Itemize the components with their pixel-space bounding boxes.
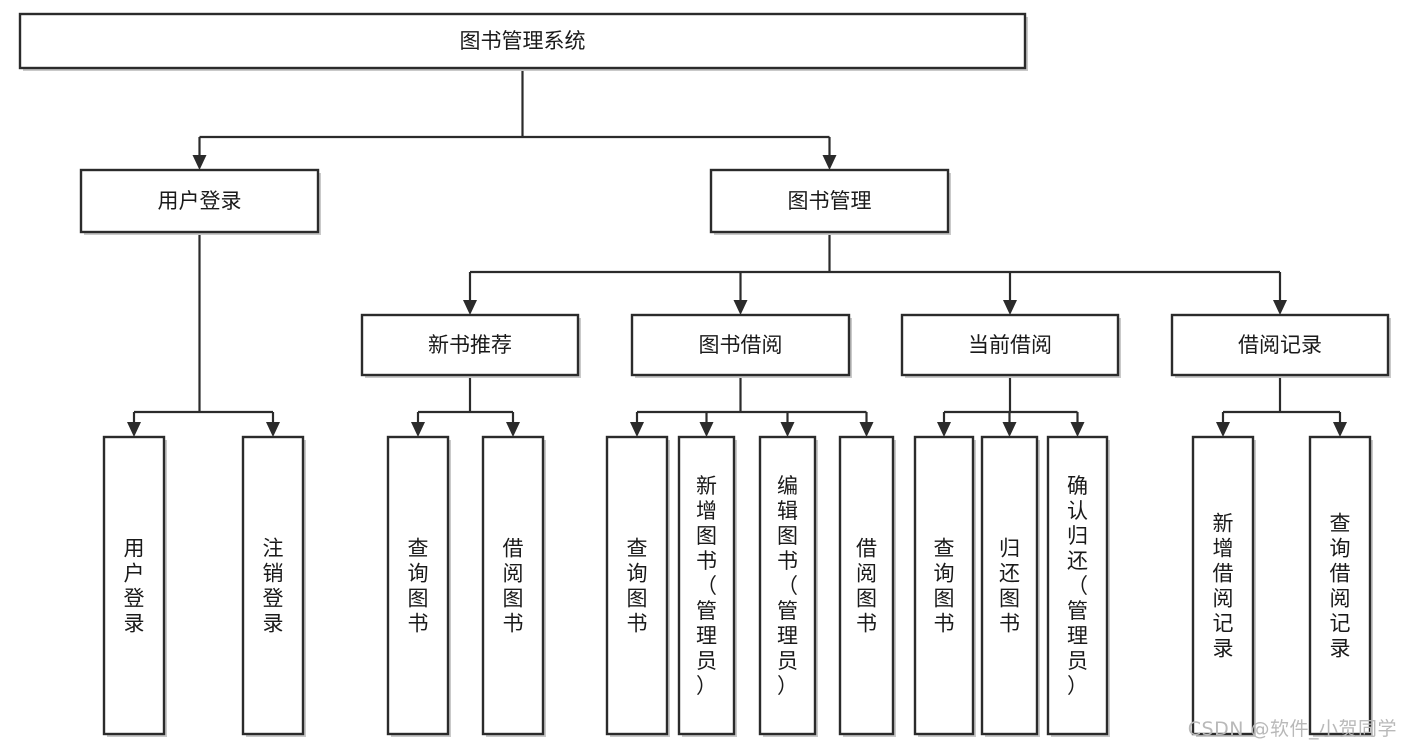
node-leaf-return-book[interactable]: 归还图书 — [980, 435, 1040, 737]
node-label-new-book-recommend: 新书推荐 — [428, 333, 512, 357]
node-label-current-borrow: 当前借阅 — [968, 333, 1052, 357]
node-label-leaf-confirm-return: 确认归还（管理员） — [1067, 474, 1088, 698]
node-leaf-user-login[interactable]: 用户登录 — [102, 435, 167, 737]
node-label-leaf-user-login: 用户登录 — [124, 537, 145, 636]
arrow-head — [1333, 422, 1347, 437]
arrow-head — [859, 422, 874, 437]
arrow-head — [780, 422, 795, 437]
edge-group-user-login — [127, 232, 280, 437]
node-label-leaf-edit-book: 编辑图书（管理员） — [777, 474, 798, 698]
arrow-head — [463, 300, 477, 315]
node-label-leaf-query-book-1: 查询图书 — [408, 537, 429, 636]
arrow-head — [1273, 300, 1287, 315]
node-label-leaf-borrow-book-1: 借阅图书 — [503, 537, 524, 636]
node-book-borrow[interactable]: 图书借阅 — [630, 313, 852, 378]
arrow-head — [1003, 300, 1017, 315]
edge-group-current-borrow — [937, 375, 1085, 437]
arrow-head — [937, 422, 951, 437]
arrow-head — [506, 422, 520, 437]
node-label-leaf-return-book: 归还图书 — [999, 537, 1020, 636]
arrow-head — [630, 422, 644, 437]
node-label-leaf-query-record: 查询借阅记录 — [1330, 512, 1351, 661]
node-leaf-borrow-book-1[interactable]: 借阅图书 — [481, 435, 546, 737]
node-label-leaf-add-record: 新增借阅记录 — [1213, 512, 1234, 661]
node-label-leaf-logout-login: 注销登录 — [263, 537, 284, 636]
edge-group-book-borrow — [630, 375, 874, 437]
node-root[interactable]: 图书管理系统 — [18, 12, 1028, 71]
arrow-head — [192, 155, 207, 170]
edge-layer — [127, 68, 1347, 437]
node-leaf-add-book[interactable]: 新增图书（管理员） — [677, 435, 737, 737]
node-leaf-query-book-3[interactable]: 查询图书 — [913, 435, 976, 737]
node-leaf-add-record[interactable]: 新增借阅记录 — [1191, 435, 1256, 737]
node-label-book-borrow: 图书借阅 — [699, 333, 783, 357]
arrow-head — [822, 155, 837, 170]
arrow-head — [699, 422, 714, 437]
node-leaf-edit-book[interactable]: 编辑图书（管理员） — [758, 435, 818, 737]
node-label-book-manage: 图书管理 — [788, 189, 872, 213]
node-book-manage[interactable]: 图书管理 — [709, 168, 951, 235]
arrow-head — [1216, 422, 1230, 437]
node-label-borrow-record: 借阅记录 — [1238, 333, 1322, 357]
node-label-user-login: 用户登录 — [158, 189, 242, 213]
node-leaf-query-book-2[interactable]: 查询图书 — [605, 435, 670, 737]
arrow-head — [1070, 422, 1085, 437]
arrow-head — [127, 422, 141, 437]
node-user-login[interactable]: 用户登录 — [79, 168, 321, 235]
node-leaf-logout-login[interactable]: 注销登录 — [241, 435, 306, 737]
node-layer: 图书管理系统用户登录图书管理新书推荐图书借阅当前借阅借阅记录用户登录注销登录查询… — [18, 12, 1391, 737]
node-label-root: 图书管理系统 — [460, 29, 586, 53]
node-label-leaf-query-book-3: 查询图书 — [934, 537, 955, 636]
node-label-leaf-borrow-book-2: 借阅图书 — [856, 537, 877, 636]
node-label-leaf-query-book-2: 查询图书 — [627, 537, 648, 636]
arrow-head — [411, 422, 425, 437]
edge-group-new-book-recommend — [411, 375, 520, 437]
edge-group-book-manage — [463, 232, 1287, 315]
node-leaf-confirm-return[interactable]: 确认归还（管理员） — [1046, 435, 1110, 737]
node-leaf-query-book-1[interactable]: 查询图书 — [386, 435, 451, 737]
node-leaf-query-record[interactable]: 查询借阅记录 — [1308, 435, 1373, 737]
node-current-borrow[interactable]: 当前借阅 — [900, 313, 1121, 378]
node-borrow-record[interactable]: 借阅记录 — [1170, 313, 1391, 378]
arrow-head — [1002, 422, 1017, 437]
edge-group-borrow-record — [1216, 375, 1347, 437]
arrow-head — [266, 422, 280, 437]
arrow-head — [733, 300, 748, 315]
node-leaf-borrow-book-2[interactable]: 借阅图书 — [838, 435, 896, 737]
node-label-leaf-add-book: 新增图书（管理员） — [696, 474, 717, 698]
edge-group-root — [192, 68, 837, 170]
node-new-book-recommend[interactable]: 新书推荐 — [360, 313, 581, 378]
